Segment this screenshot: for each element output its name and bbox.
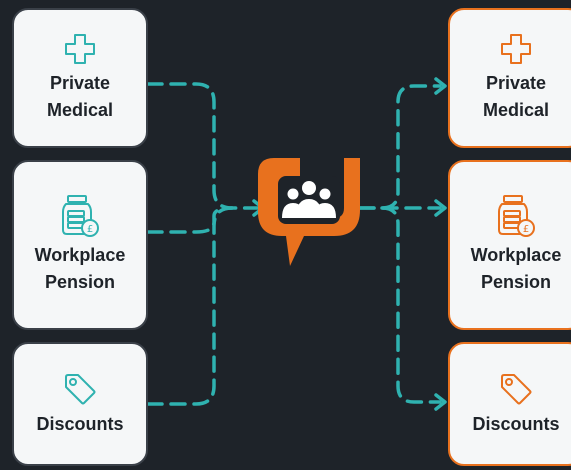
- card-label: Discounts: [472, 413, 560, 434]
- plus-icon: [501, 34, 531, 64]
- center-logo: [258, 158, 360, 266]
- arrowhead-right-bottom: [434, 393, 447, 411]
- right-card-discounts: Discounts: [448, 342, 571, 466]
- money-jar-icon: £: [498, 195, 535, 237]
- arrowhead-right-middle: [434, 199, 447, 217]
- connector-left-discounts: [146, 206, 234, 406]
- plus-icon: [65, 34, 95, 64]
- connector-right-discounts: [380, 206, 442, 404]
- svg-text:£: £: [87, 224, 93, 235]
- arrowhead-right-top: [434, 77, 447, 95]
- left-card-workplace-pension: £ Workplace Pension: [12, 160, 148, 330]
- card-label: Private Medical: [482, 73, 550, 120]
- card-label: Discounts: [36, 413, 124, 434]
- card-label: Workplace Pension: [34, 245, 126, 292]
- money-jar-icon: £: [62, 195, 99, 237]
- right-card-workplace-pension: £ Workplace Pension: [448, 160, 571, 330]
- right-card-private-medical: Private Medical: [448, 8, 571, 148]
- people-group-icon: [282, 181, 336, 218]
- tag-icon: [65, 373, 96, 404]
- card-label: Private Medical: [46, 73, 114, 120]
- connector-left-private-medical: [146, 82, 262, 210]
- tag-icon: [501, 373, 532, 404]
- left-card-private-medical: Private Medical: [12, 8, 148, 148]
- svg-text:£: £: [523, 224, 529, 235]
- left-card-discounts: Discounts: [12, 342, 148, 466]
- card-label: Workplace Pension: [470, 245, 562, 292]
- connector-right-private-medical: [358, 84, 442, 210]
